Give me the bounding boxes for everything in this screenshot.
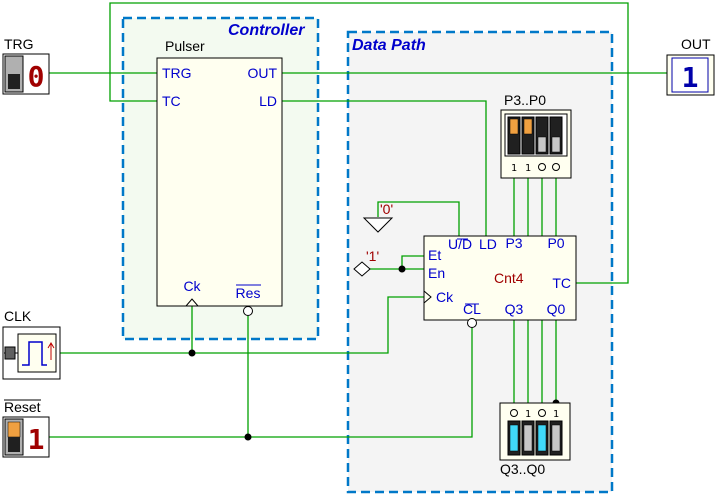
junction-clk (188, 349, 196, 357)
switch-lever-0[interactable] (509, 118, 519, 135)
out-display: 1 (666, 54, 715, 96)
counter-cl-bubble (467, 318, 477, 328)
tc-feedback-wire (109, 2, 629, 284)
pulser-pin-ck: Ck (183, 278, 201, 294)
reset-switch[interactable]: 1 (2, 416, 50, 458)
counter-pin-tc: TC (552, 275, 571, 291)
counter-name: Cnt4 (494, 270, 524, 286)
led-bit-2 (538, 409, 546, 417)
one-wire-et (369, 255, 424, 270)
pulser-pin-ld: LD (259, 93, 277, 109)
counter-pin-ud: U/D (448, 236, 472, 252)
trg-switch-lever (8, 74, 20, 89)
pulser-block[interactable]: Pulser TRG TC OUT LD Ck Res (156, 38, 283, 316)
led-bit-3: 1 (553, 409, 559, 420)
trg-value: 0 (28, 60, 45, 93)
pulser-pin-out: OUT (247, 65, 277, 81)
reset-switch-lever (7, 421, 21, 438)
switch-lever-1[interactable] (523, 118, 533, 135)
counter-body (423, 235, 577, 321)
switch-bit-3 (552, 163, 560, 171)
led-lamp-2 (537, 424, 547, 452)
counter-clock-triangle (423, 290, 432, 304)
clk-label: CLK (4, 308, 32, 324)
out-value: 1 (682, 61, 699, 94)
ground-symbol (362, 217, 394, 233)
clk-wire (60, 296, 424, 354)
led-lamp-3 (551, 424, 561, 452)
constant-zero: '0' (362, 201, 394, 233)
switch-bit-1: 1 (525, 163, 531, 174)
junction-one (398, 265, 406, 273)
counter-pin-p3: P3 (505, 235, 522, 251)
constant-one: '1' (353, 248, 379, 277)
switch-bit-2 (538, 163, 546, 171)
constant-one-label: '1' (366, 248, 379, 264)
switch-bit-0: 1 (511, 163, 517, 174)
controller-title: Controller (228, 22, 305, 39)
reset-value: 1 (28, 423, 45, 456)
pulser-body (156, 57, 283, 307)
out-label: OUT (681, 36, 711, 52)
counter-pin-ld: LD (479, 236, 497, 252)
pulser-name: Pulser (165, 38, 205, 54)
counter-pin-cl: CL (463, 301, 481, 317)
switch-lever-3[interactable] (551, 136, 561, 153)
reset-label: Reset (4, 399, 41, 415)
pulser-pin-res: Res (236, 285, 261, 301)
pulser-res-bubble (243, 306, 253, 316)
pulser-clock-triangle (185, 298, 199, 307)
counter-pin-q0: Q0 (547, 301, 566, 317)
counter-pin-et: Et (428, 247, 441, 263)
trg-switch[interactable]: 0 (2, 53, 50, 95)
ld-wire (282, 100, 487, 236)
led-bit-0 (510, 409, 518, 417)
counter-pin-en: En (428, 265, 445, 281)
junction-reset (244, 433, 252, 441)
zero-wire (377, 201, 460, 236)
trg-label: TRG (4, 36, 34, 52)
pulser-pin-tc: TC (162, 93, 181, 109)
counter-pin-p0: P0 (547, 235, 564, 251)
constant-one-diamond (353, 261, 371, 277)
clock-waveform-icon (22, 341, 47, 366)
reset-wire (49, 328, 473, 438)
led-lamp-1 (523, 424, 533, 452)
counter-pin-q3: Q3 (505, 301, 524, 317)
pulser-pin-trg: TRG (162, 65, 192, 81)
constant-zero-label: '0' (380, 201, 393, 217)
leds-label: Q3..Q0 (500, 461, 545, 477)
switch-lever-2[interactable] (537, 136, 547, 153)
led-bit-1: 1 (525, 409, 531, 420)
counter-block[interactable]: U/D LD P3 P0 Et En Ck CL Cnt4 TC Q3 Q0 (423, 235, 577, 328)
led-lamp-0 (509, 424, 519, 452)
clk-generator[interactable] (2, 326, 61, 380)
wires (49, 2, 667, 438)
switches-label: P3..P0 (504, 92, 546, 108)
data-path-title: Data Path (352, 37, 426, 54)
counter-pin-ck: Ck (436, 289, 454, 305)
